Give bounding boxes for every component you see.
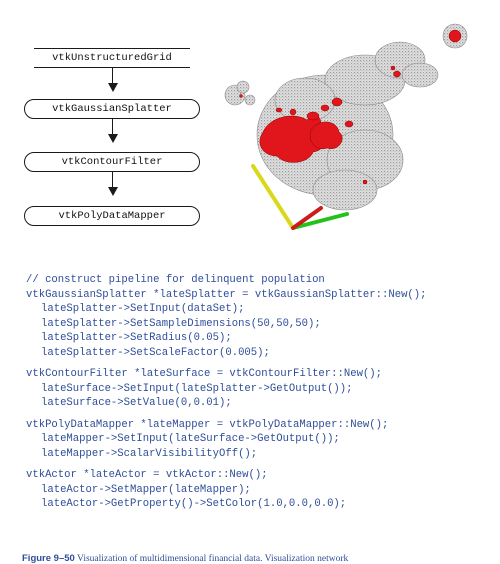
figure-caption: Figure 9–50 Visualization of multidimens… xyxy=(22,553,348,564)
axis-x xyxy=(291,212,349,230)
code-line: lateSplatter->SetSampleDimensions(50,50,… xyxy=(41,317,321,330)
figure-label: Figure 9–50 xyxy=(22,553,75,564)
code-line: lateActor->SetMapper(lateMapper); xyxy=(41,483,251,496)
axes-widget xyxy=(251,164,349,230)
code-comment: // construct pipeline for delinquent pop… xyxy=(26,274,325,286)
pipeline-arrow-2 xyxy=(112,119,113,136)
code-line: vtkGaussianSplatter *lateSplatter = vtkG… xyxy=(26,288,427,301)
code-line: lateActor->GetProperty()->SetColor(1.0,0… xyxy=(41,498,347,510)
code-line: lateSurface->SetInput(lateSplatter->GetO… xyxy=(41,382,353,395)
axis-y xyxy=(251,164,295,230)
pipeline-arrowhead-3 xyxy=(108,187,118,196)
pipeline-node-contour-filter: vtkContourFilter xyxy=(24,152,200,172)
pipeline-arrow-1 xyxy=(112,68,113,86)
figure-caption-text: Visualization of multidimensional financ… xyxy=(77,554,349,564)
code-listing: // construct pipeline for delinquent pop… xyxy=(26,273,427,512)
pipeline-arrowhead-1 xyxy=(108,83,118,92)
red-splat-regions xyxy=(239,29,462,185)
code-line: vtkActor *lateActor = vtkActor::New(); xyxy=(26,469,268,481)
code-line: lateSplatter->SetScaleFactor(0.005); xyxy=(41,346,270,359)
axis-z xyxy=(291,206,323,230)
code-line: lateMapper->SetInput(lateSurface->GetOut… xyxy=(41,433,340,445)
code-line: lateSurface->SetValue(0,0.01); xyxy=(41,397,232,409)
splat-visualization xyxy=(224,23,468,230)
pipeline-arrow-3 xyxy=(112,172,113,189)
code-line: vtkContourFilter *lateSurface = vtkConto… xyxy=(26,368,383,380)
pipeline-node-unstructured-grid: vtkUnstructuredGrid xyxy=(34,48,190,68)
pipeline-arrowhead-2 xyxy=(108,134,118,143)
code-line: vtkPolyDataMapper *lateMapper = vtkPolyD… xyxy=(26,418,389,431)
code-line: lateSplatter->SetInput(dataSet); xyxy=(41,303,245,315)
pipeline-node-gaussian-splatter: vtkGaussianSplatter xyxy=(24,99,200,119)
pipeline-node-polydata-mapper: vtkPolyDataMapper xyxy=(24,206,200,226)
code-line: lateSplatter->SetRadius(0.05); xyxy=(41,332,232,344)
code-line: lateMapper->ScalarVisibilityOff(); xyxy=(41,447,258,460)
